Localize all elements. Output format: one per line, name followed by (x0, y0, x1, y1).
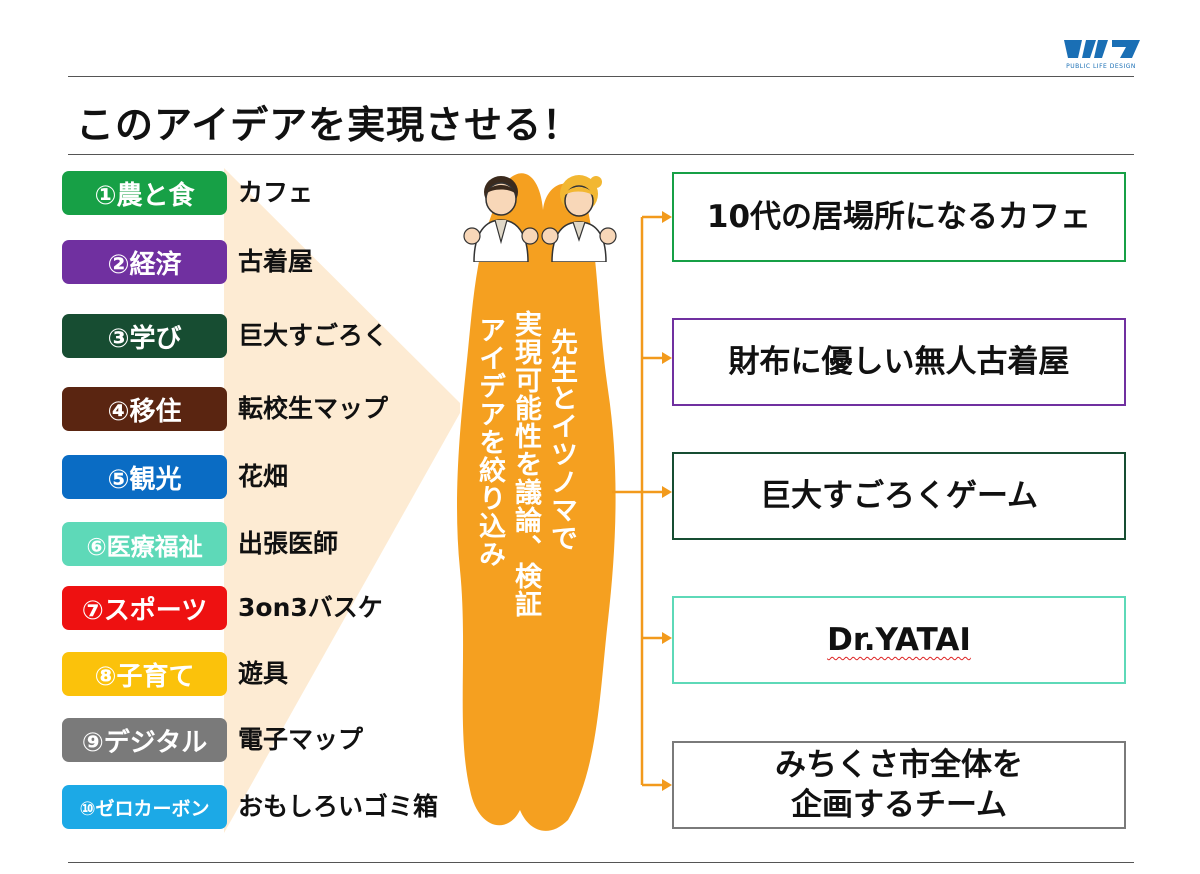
category-idea: 電子マップ (238, 725, 364, 754)
process-line-2: 実現可能性を議論、検証 (510, 310, 541, 618)
arrow-head-icon (662, 632, 672, 644)
category-idea: 花畑 (238, 462, 289, 491)
result-box: 財布に優しい無人古着屋 (672, 318, 1126, 406)
arrow-head-icon (662, 211, 672, 223)
category-idea: 3on3バスケ (238, 593, 383, 622)
teacher-female-avatar (541, 175, 617, 262)
category-badge: ⑨デジタル (62, 718, 227, 762)
funnel-shape (224, 168, 460, 833)
result-connectors (612, 211, 672, 791)
top-divider (68, 76, 1134, 77)
bottom-divider (68, 862, 1134, 863)
title-divider (68, 154, 1134, 155)
category-badge: ⑧子育て (62, 652, 227, 696)
result-text: みちくさ市全体を 企画するチーム (775, 747, 1023, 823)
category-idea: 転校生マップ (238, 394, 389, 423)
category-badge: ③学び (62, 314, 227, 358)
category-idea: 遊具 (238, 659, 289, 688)
category-idea: おもしろいゴミ箱 (238, 792, 439, 821)
category-idea: 出張医師 (238, 529, 339, 558)
result-box: 10代の居場所になるカフェ (672, 172, 1126, 262)
category-badge: ⑩ゼロカーボン (62, 785, 227, 829)
result-box: Dr.YATAI (672, 596, 1126, 684)
result-text: 財布に優しい無人古着屋 (728, 344, 1070, 380)
result-text: 巨大すごろくゲーム (759, 478, 1039, 514)
category-badge: ④移住 (62, 387, 227, 431)
logo-caption: PUBLIC LIFE DESIGN (1066, 63, 1136, 70)
process-line-3: アイデアを絞り込み (474, 316, 505, 568)
result-box: 巨大すごろくゲーム (672, 452, 1126, 540)
category-idea: 巨大すごろく (238, 321, 389, 350)
result-text: 10代の居場所になるカフェ (706, 199, 1092, 235)
arrow-head-icon (662, 486, 672, 498)
category-badge: ②経済 (62, 240, 227, 284)
result-box: みちくさ市全体を 企画するチーム (672, 741, 1126, 829)
discussion-cloud (457, 173, 616, 831)
category-badge: ⑦スポーツ (62, 586, 227, 630)
arrow-head-icon (662, 352, 672, 364)
itsunoma-logo: PUBLIC LIFE DESIGN (1064, 40, 1140, 70)
result-text: Dr.YATAI (827, 622, 971, 658)
teacher-male-avatar (463, 176, 539, 262)
category-badge: ①農と食 (62, 171, 227, 215)
page-title: このアイデアを実現させる！ (76, 103, 582, 147)
category-badge: ⑤観光 (62, 455, 227, 499)
arrow-head-icon (662, 779, 672, 791)
category-idea: 古着屋 (238, 247, 314, 276)
category-idea: カフェ (238, 178, 314, 207)
category-badge: ⑥医療福祉 (62, 522, 227, 566)
process-line-1: 先生とイツノマで (546, 328, 577, 552)
